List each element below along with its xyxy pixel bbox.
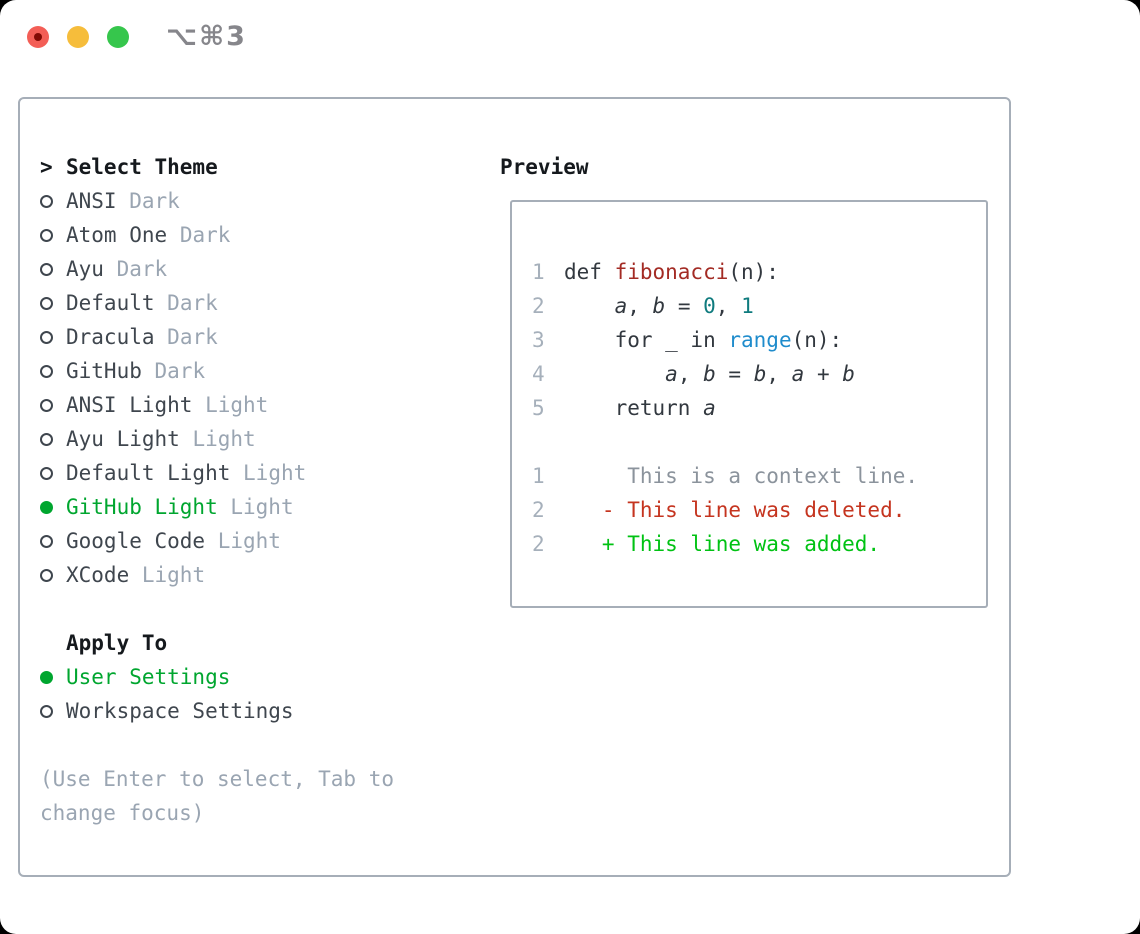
radio-icon	[40, 364, 53, 378]
preview-title: Preview	[500, 155, 589, 179]
code-line	[532, 425, 918, 459]
select-theme-header: > Select Theme	[40, 150, 306, 184]
theme-option-github-light[interactable]: GitHub Light Light	[40, 490, 306, 524]
radio-icon	[40, 568, 53, 582]
radio-icon	[40, 534, 53, 548]
line-number: 4	[532, 362, 545, 386]
radio-icon	[40, 330, 53, 344]
theme-option-ansi-light[interactable]: ANSI Light Light	[40, 388, 306, 422]
keyboard-hint: (Use Enter to select, Tab to change focu…	[40, 767, 395, 825]
main-panel: > Select Theme ANSI Dark Atom One Dark Ay…	[18, 97, 1011, 877]
radio-icon	[40, 228, 53, 242]
theme-selector: > Select Theme ANSI Dark Atom One Dark Ay…	[40, 150, 306, 728]
select-theme-title: Select Theme	[66, 155, 218, 179]
theme-option-ayu-light[interactable]: Ayu Light Light	[40, 422, 306, 456]
radio-icon	[40, 432, 53, 446]
radio-icon	[40, 296, 53, 310]
window-title-shortcut: ⌥⌘3	[166, 21, 247, 52]
theme-option-default-dark[interactable]: Default Dark	[40, 286, 306, 320]
spacer	[40, 592, 306, 626]
theme-option-atom-one-dark[interactable]: Atom One Dark	[40, 218, 306, 252]
radio-icon	[40, 194, 53, 208]
line-number: 2	[532, 532, 545, 556]
zoom-button[interactable]	[107, 26, 129, 48]
line-number: 5	[532, 396, 545, 420]
minimize-button[interactable]	[67, 26, 89, 48]
theme-option-google-code[interactable]: Google Code Light	[40, 524, 306, 558]
apply-to-title: Apply To	[66, 631, 168, 655]
radio-icon	[40, 466, 53, 480]
close-button[interactable]	[27, 26, 49, 48]
line-number: 3	[532, 328, 545, 352]
radio-icon	[40, 262, 53, 276]
theme-option-ansi-dark[interactable]: ANSI Dark	[40, 184, 306, 218]
code-line: 3 for _ in range(n):	[532, 323, 918, 357]
apply-option-user-settings[interactable]: User Settings	[40, 660, 306, 694]
radio-selected-icon	[40, 670, 53, 684]
apply-option-workspace-settings[interactable]: Workspace Settings	[40, 694, 306, 728]
radio-icon	[40, 704, 53, 718]
theme-option-ayu-dark[interactable]: Ayu Dark	[40, 252, 306, 286]
code-line: 5 return a	[532, 391, 918, 425]
code-line: 2 - This line was deleted.	[532, 493, 918, 527]
focus-caret: >	[40, 155, 53, 179]
code-line: 2 + This line was added.	[532, 527, 918, 561]
line-number: 1	[532, 260, 545, 284]
code-line: 4 a, b = b, a + b	[532, 357, 918, 391]
theme-option-default-light[interactable]: Default Light Light	[40, 456, 306, 490]
radio-icon	[40, 398, 53, 412]
code-line: 1 This is a context line.	[532, 459, 918, 493]
line-number: 2	[532, 294, 545, 318]
code-line: 2 a, b = 0, 1	[532, 289, 918, 323]
theme-option-github-dark[interactable]: GitHub Dark	[40, 354, 306, 388]
radio-selected-icon	[40, 500, 53, 514]
line-number: 2	[532, 498, 545, 522]
theme-option-xcode[interactable]: XCode Light	[40, 558, 306, 592]
theme-option-dracula-dark[interactable]: Dracula Dark	[40, 320, 306, 354]
line-number: 1	[532, 464, 545, 488]
